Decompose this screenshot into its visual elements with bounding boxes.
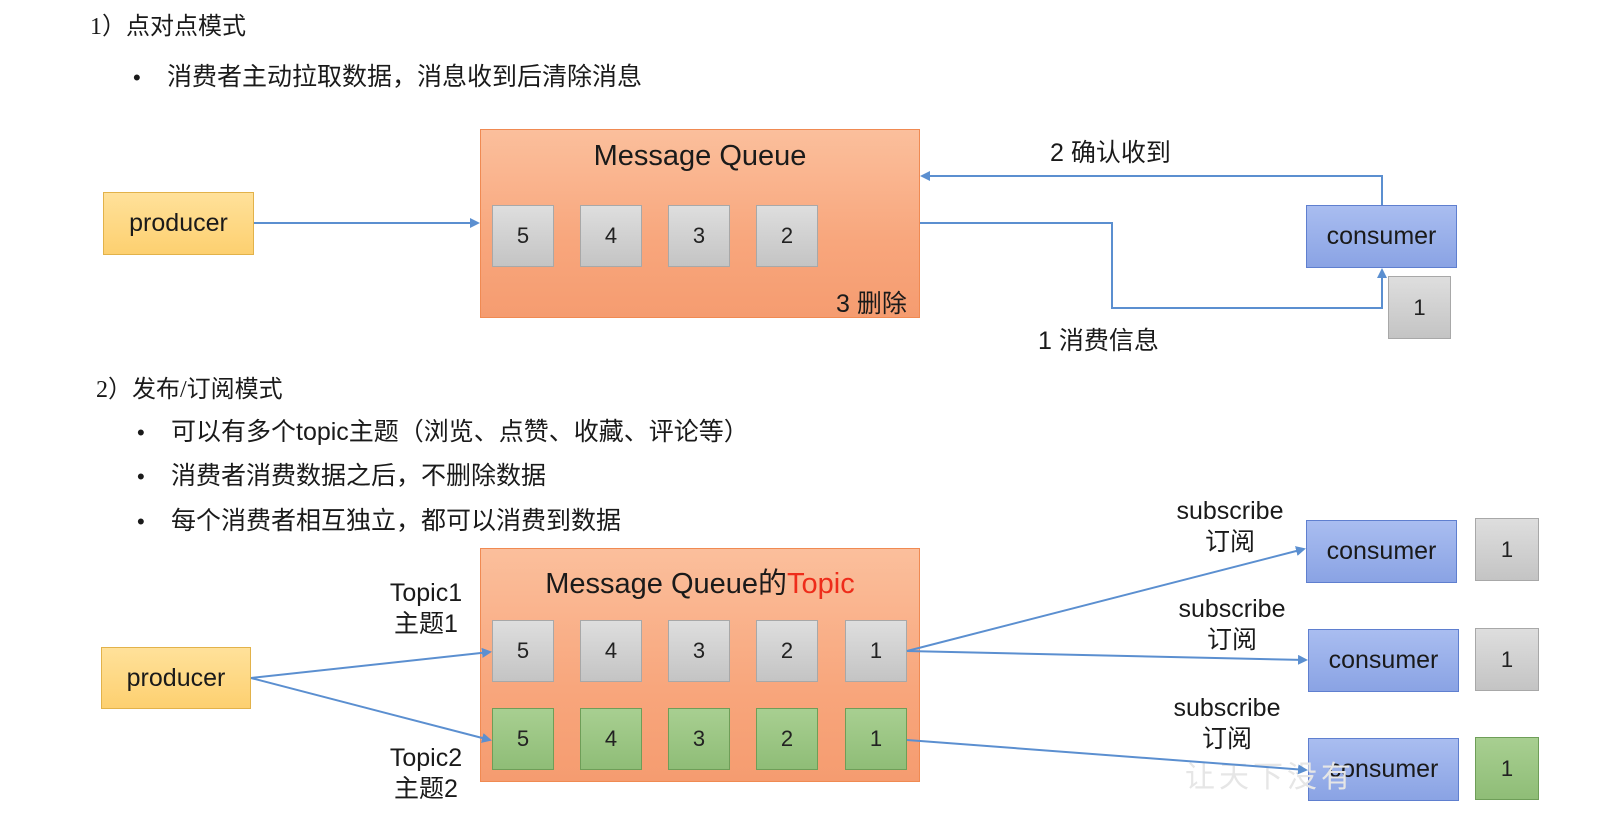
producer-to-topic2-arrow	[250, 677, 492, 743]
topic2-item: 1	[845, 708, 907, 770]
section2-bullet: • 每个消费者相互独立，都可以消费到数据	[137, 501, 621, 537]
topic-queue-title-highlight: Topic	[787, 568, 855, 600]
topic2-label: Topic2 主题2	[380, 743, 472, 805]
topic2-item: 3	[668, 708, 730, 770]
bullet-dot: •	[137, 464, 145, 489]
subscriber-item: 1	[1475, 518, 1539, 581]
topic1-name: Topic1	[389, 579, 463, 607]
bullet-text: 可以有多个topic主题（浏览、点赞、收藏、评论等）	[171, 418, 749, 446]
bullet-text: 每个消费者相互独立，都可以消费到数据	[171, 507, 622, 535]
topic1-name-cn: 主题1	[394, 610, 458, 638]
consumed-item: 1	[1388, 276, 1451, 339]
subscribe-text-cn: 订阅	[1201, 725, 1252, 753]
subscribe-text-cn: 订阅	[1206, 626, 1257, 654]
bullet-dot: •	[137, 509, 145, 534]
subscribe-label: subscribe 订阅	[1170, 496, 1290, 558]
topic2-name: Topic2	[389, 744, 463, 772]
section2-bullet: • 消费者消费数据之后，不删除数据	[137, 456, 546, 492]
bullet-text: 消费者消费数据之后，不删除数据	[171, 462, 547, 490]
subscribe-label: subscribe 订阅	[1172, 594, 1292, 656]
section1-heading: 1）点对点模式	[90, 14, 246, 40]
producer-box: producer	[103, 192, 254, 255]
subscriber-consumer-box: consumer	[1308, 629, 1459, 692]
watermark: 让天下没有	[1185, 760, 1355, 795]
topic2-to-subscriber3-arrow	[906, 739, 1308, 775]
subscribe-label: subscribe 订阅	[1167, 693, 1287, 755]
topic1-to-subscriber2-arrow	[906, 650, 1308, 665]
section2-bullet: • 可以有多个topic主题（浏览、点赞、收藏、评论等）	[137, 412, 749, 448]
bullet-dot: •	[133, 65, 141, 90]
topic1-item: 2	[756, 620, 818, 682]
topic-queue-title: Message Queue的Topic	[481, 560, 919, 602]
queue-item: 2	[756, 205, 818, 267]
subscriber-consumer-box: consumer	[1306, 520, 1457, 583]
topic2-name-cn: 主题2	[394, 775, 458, 803]
ack-label: 2 确认收到	[1050, 139, 1171, 167]
queue-item: 3	[668, 205, 730, 267]
bullet-text: 消费者主动拉取数据，消息收到后清除消息	[167, 63, 643, 91]
subscribe-text: subscribe	[1173, 694, 1281, 722]
consume-label: 1 消费信息	[1038, 327, 1159, 355]
topic1-item: 1	[845, 620, 907, 682]
topic2-item: 4	[580, 708, 642, 770]
producer-box: producer	[101, 647, 251, 709]
subscribe-text: subscribe	[1178, 595, 1286, 623]
section1-bullet: • 消费者主动拉取数据，消息收到后清除消息	[133, 57, 642, 93]
subscribe-text: subscribe	[1176, 497, 1284, 525]
subscriber-consumer-box: consumer	[1308, 738, 1459, 801]
delete-label: 3 删除	[836, 290, 907, 318]
topic1-item: 5	[492, 620, 554, 682]
subscribe-text-cn: 订阅	[1204, 528, 1255, 556]
queue-item: 5	[492, 205, 554, 267]
producer-to-topic1-arrow	[250, 647, 492, 679]
subscriber-item: 1	[1475, 737, 1539, 800]
bullet-dot: •	[137, 420, 145, 445]
subscriber-item: 1	[1475, 628, 1539, 691]
consume-arrow	[920, 222, 1387, 309]
topic1-item: 4	[580, 620, 642, 682]
topic1-to-subscriber1-arrow	[906, 546, 1306, 652]
topic1-item: 3	[668, 620, 730, 682]
section2-heading: 2）发布/订阅模式	[96, 377, 283, 403]
message-queue-title: Message Queue	[593, 140, 807, 172]
ack-arrow	[920, 171, 1383, 205]
topic2-item: 2	[756, 708, 818, 770]
topic2-item: 5	[492, 708, 554, 770]
consumer-box: consumer	[1306, 205, 1457, 268]
topic-queue-title-main: Message Queue的	[545, 568, 788, 600]
topic1-label: Topic1 主题1	[380, 578, 472, 640]
queue-item: 4	[580, 205, 642, 267]
